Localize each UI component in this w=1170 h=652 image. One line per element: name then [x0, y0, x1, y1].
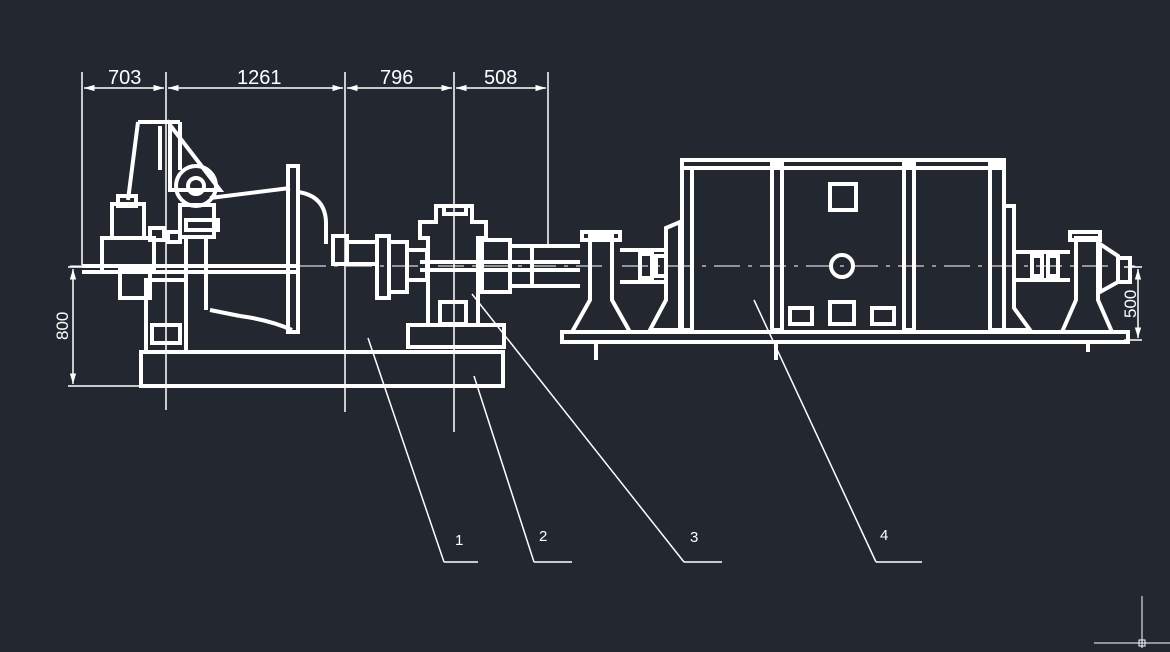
- dim-500: 500: [1121, 290, 1140, 318]
- ucs-crosshair-icon: [1094, 596, 1170, 648]
- exciter-end: [1002, 204, 1132, 334]
- part-1-turbine: [82, 119, 505, 388]
- dim-796: 796: [380, 67, 413, 89]
- part-4-generator: [560, 158, 1130, 360]
- dim-703: 703: [108, 67, 141, 89]
- dim-1261: 1261: [237, 67, 282, 89]
- callout-leaders: [367, 293, 922, 563]
- part-3-bearing-pedestal: [568, 218, 682, 334]
- left-dimension-800: [68, 266, 140, 387]
- dim-800: 800: [53, 312, 72, 340]
- part-2-gearbox: [331, 204, 580, 349]
- callout-2: 2: [539, 528, 547, 545]
- callout-3: 3: [690, 529, 698, 546]
- dim-508: 508: [484, 67, 517, 89]
- callout-1: 1: [455, 532, 463, 549]
- callout-4: 4: [880, 527, 888, 544]
